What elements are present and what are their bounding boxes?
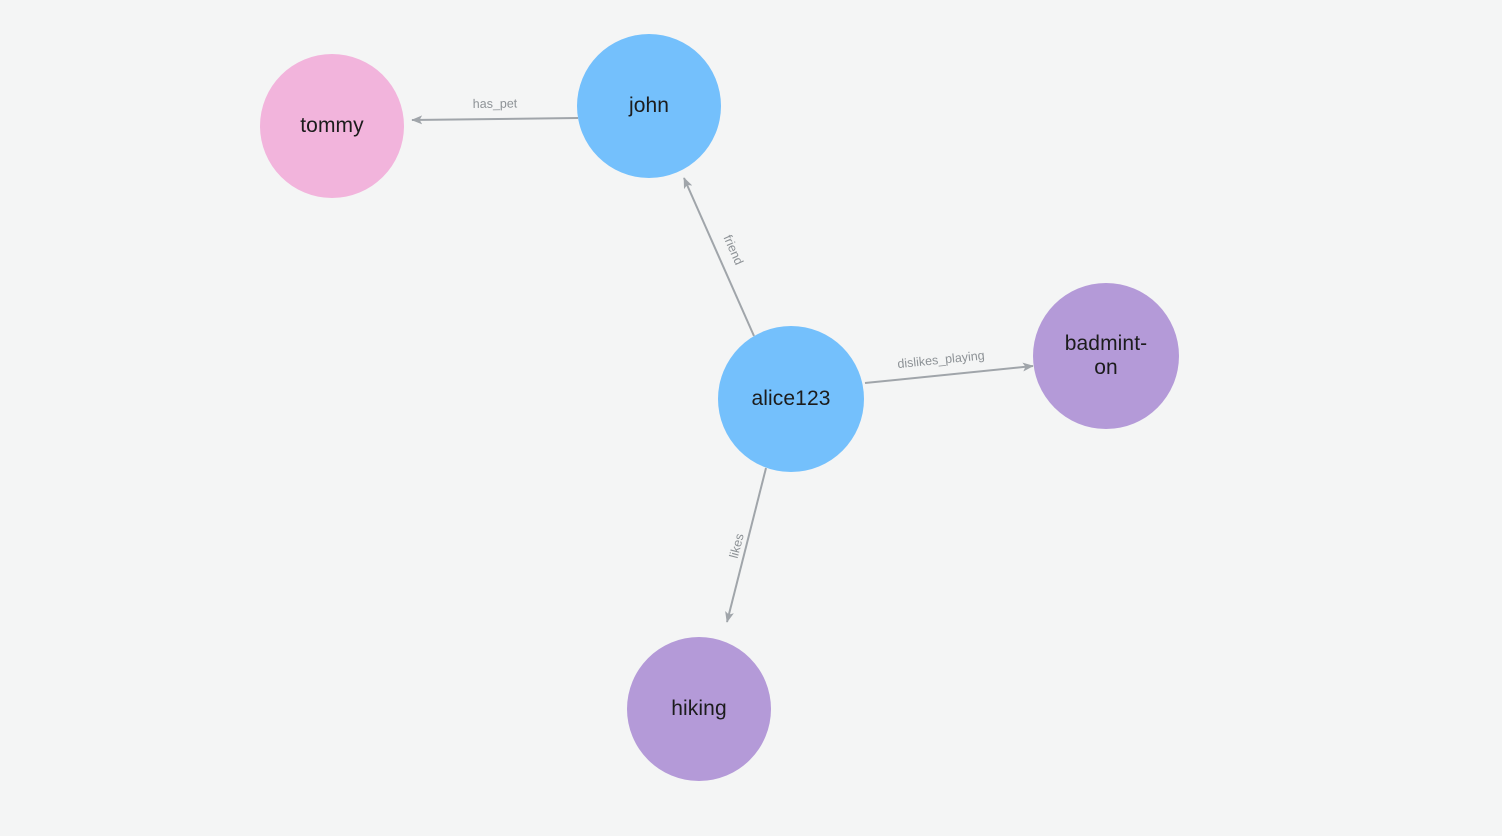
graph-edge[interactable] <box>725 467 767 623</box>
graph-node-badminton[interactable]: badmint- on <box>1033 283 1179 429</box>
graph-node-label: hiking <box>671 697 727 721</box>
graph-node-alice123[interactable]: alice123 <box>718 326 864 472</box>
edge-lines <box>411 115 1034 623</box>
graph-node-label: alice123 <box>751 387 831 411</box>
graph-node-label: tommy <box>300 114 364 138</box>
graph-edge[interactable] <box>683 177 755 337</box>
graph-node-hiking[interactable]: hiking <box>627 637 771 781</box>
graph-edge[interactable] <box>411 115 579 125</box>
graph-edge[interactable] <box>864 362 1034 384</box>
graph-node-john[interactable]: john <box>577 34 721 178</box>
graph-node-label: john <box>628 94 670 118</box>
graph-node-label: badmint- on <box>1064 332 1148 379</box>
graph-node-tommy[interactable]: tommy <box>260 54 404 198</box>
